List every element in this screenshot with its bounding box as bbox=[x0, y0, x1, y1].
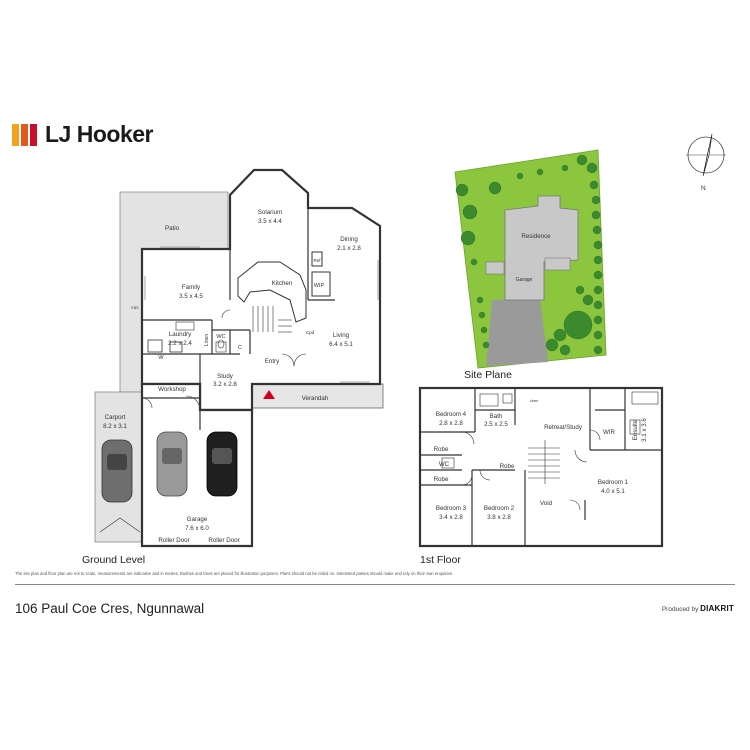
carport-dim: 8.2 x 3.1 bbox=[103, 423, 127, 430]
family-label: Family bbox=[182, 284, 201, 291]
void-label: Void bbox=[540, 500, 553, 507]
brand-bar-2 bbox=[21, 123, 28, 146]
laundry-dim: 2.2 x 2.4 bbox=[168, 340, 192, 347]
robe1-label: Robe bbox=[434, 446, 449, 453]
brand-name: LJ Hooker bbox=[45, 121, 153, 147]
kitchen-label: Kitchen bbox=[272, 280, 293, 287]
garage-label: Garage bbox=[187, 516, 208, 523]
ensuite-dim: 3.1 x 3.6 bbox=[641, 418, 648, 442]
bedroom3-dim: 3.4 x 2.8 bbox=[439, 514, 463, 521]
verandah-label: Verandah bbox=[302, 395, 329, 402]
first-linen-label: Linen bbox=[530, 399, 539, 403]
bedroom4-dim: 2.8 x 2.8 bbox=[439, 420, 463, 427]
rear-patio bbox=[544, 257, 571, 271]
brand-mark-icon bbox=[12, 123, 37, 146]
producer-name: DIAKRIT bbox=[700, 604, 734, 613]
solarium-label: Solarium bbox=[258, 209, 282, 216]
bedroom2-dim: 3.8 x 2.8 bbox=[487, 514, 511, 521]
dining-label: Dining bbox=[340, 236, 358, 243]
bedroom1-label: Bedroom 1 bbox=[598, 479, 629, 486]
brand-bar-3 bbox=[30, 123, 37, 146]
study-dim: 3.2 x 2.8 bbox=[213, 381, 237, 388]
side-patio bbox=[485, 261, 505, 275]
site-plan bbox=[454, 149, 607, 369]
bath-label: Bath bbox=[490, 413, 503, 420]
robe3-label: Robe bbox=[500, 463, 515, 470]
ens-tag-label: ENS bbox=[131, 306, 139, 310]
first-floor-caption: 1st Floor bbox=[420, 554, 461, 566]
compass-north-label: N bbox=[701, 185, 706, 192]
linen-label: Linen bbox=[204, 334, 210, 346]
washer-label: W bbox=[158, 355, 164, 361]
disclaimer-text: The site plan and floor plan are not to … bbox=[15, 571, 454, 576]
producer-credit: Produced by DIAKRIT bbox=[662, 604, 734, 613]
living-dim: 6.4 x 5.1 bbox=[329, 341, 353, 348]
garage-dim: 7.6 x 6.0 bbox=[185, 525, 209, 532]
ground-level-plan bbox=[94, 168, 384, 548]
ground-level-caption: Ground Level bbox=[82, 554, 145, 566]
roller-door-1-label: Roller Door bbox=[158, 537, 189, 544]
bedroom1-dim: 4.0 x 5.1 bbox=[601, 488, 625, 495]
site-garage-label: Garage bbox=[516, 277, 533, 283]
roller-door-2-label: Roller Door bbox=[208, 537, 239, 544]
producer-prefix: Produced by bbox=[661, 606, 699, 613]
ensuite-label: Ensuite bbox=[632, 419, 639, 440]
bath-dim: 2.5 x 2.5 bbox=[484, 421, 508, 428]
cpd-label: Cpd bbox=[306, 330, 315, 335]
residence-footprint bbox=[504, 195, 579, 301]
laundry-label: Laundry bbox=[169, 331, 192, 338]
entry-arrow-icon bbox=[263, 390, 275, 399]
entry-label: Entry bbox=[265, 358, 280, 365]
family-dim: 3.5 x 4.5 bbox=[179, 293, 203, 300]
workshop-label: Workshop bbox=[158, 386, 186, 393]
wc-label: WC bbox=[216, 334, 225, 340]
site-plan-title: Site Plane bbox=[464, 369, 512, 381]
robe2-label: Robe bbox=[434, 476, 449, 483]
solarium-dim: 3.5 x 4.4 bbox=[258, 218, 282, 225]
driveway bbox=[486, 298, 548, 366]
bedroom2-label: Bedroom 2 bbox=[484, 505, 515, 512]
ref-label: Ref bbox=[313, 258, 321, 263]
brand-bar-1 bbox=[12, 123, 19, 146]
compass-icon bbox=[686, 133, 726, 177]
property-address: 106 Paul Coe Cres, Ngunnawal bbox=[15, 601, 205, 616]
retreat-label: Retreat/Study bbox=[544, 424, 583, 431]
wir-label: WIR bbox=[603, 429, 616, 436]
bedroom3-label: Bedroom 3 bbox=[436, 505, 467, 512]
footer-divider bbox=[15, 584, 735, 585]
garage-cars bbox=[101, 431, 238, 503]
closet-label: C bbox=[238, 345, 242, 351]
bedroom4-label: Bedroom 4 bbox=[436, 411, 467, 418]
first-wc-label: WC bbox=[439, 461, 450, 468]
carport-label: Carport bbox=[105, 414, 126, 421]
lj-hooker-logo: LJ Hooker bbox=[12, 121, 153, 148]
first-floor-plan bbox=[418, 386, 664, 548]
wip-label: WIP bbox=[314, 283, 325, 289]
dining-dim: 2.1 x 2.8 bbox=[337, 245, 361, 252]
trees bbox=[455, 154, 603, 356]
study-label: Study bbox=[217, 373, 234, 380]
patio-label: Patio bbox=[165, 225, 180, 232]
site-residence-label: Residence bbox=[521, 233, 551, 240]
living-label: Living bbox=[333, 332, 350, 339]
